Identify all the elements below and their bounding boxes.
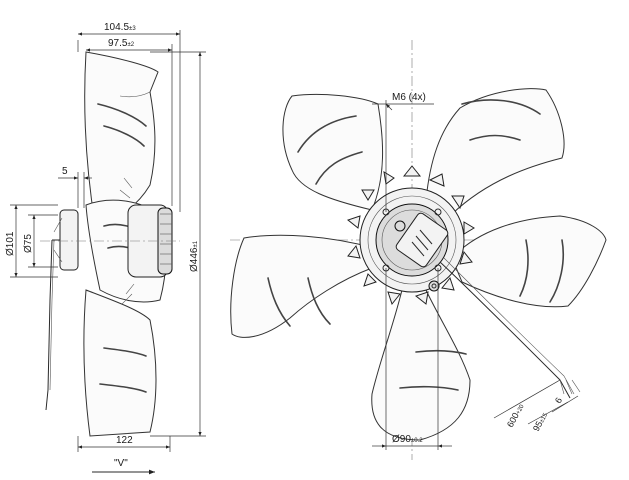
front-slot-3a	[519, 239, 529, 297]
bolt-hole-2	[434, 208, 442, 216]
front-blade-5	[230, 234, 375, 338]
side-cable	[45, 239, 53, 411]
front-slot-3b	[549, 239, 565, 303]
front-slot-2a	[461, 99, 541, 115]
dim-offset: 5	[62, 166, 68, 177]
dim-base-width: 122	[116, 435, 133, 446]
side-blade-lower	[83, 289, 157, 437]
side-view: 104.5±3 97.5±2 5 Ø101 Ø75 Ø446±1 122	[5, 22, 206, 475]
front-blade-1	[282, 93, 384, 211]
front-slot-2b	[469, 134, 521, 141]
side-blade-upper	[84, 51, 159, 225]
dim-hub-outer: Ø101	[5, 231, 16, 256]
side-slot-2	[103, 125, 145, 147]
side-slot-5	[103, 347, 147, 357]
front-slot-5b	[307, 277, 331, 325]
terminal-box	[395, 212, 449, 268]
side-slot-6	[99, 383, 147, 393]
view-label: "V"	[114, 458, 128, 469]
front-slot-1a	[297, 115, 357, 153]
side-connector	[59, 209, 79, 271]
front-cable	[439, 261, 571, 399]
dim-blade-depth: 97.5±2	[108, 38, 135, 49]
hub-fins	[346, 165, 475, 306]
front-blade-4	[371, 285, 471, 441]
front-slot-5a	[267, 277, 291, 327]
dim-fan-diameter: Ø446±1	[189, 240, 200, 272]
front-slot-1b	[315, 151, 363, 185]
front-blade-3	[451, 215, 607, 308]
front-view: M6 (4x) Ø90±0.2 600+20 95±15 6	[230, 40, 607, 460]
front-slot-4b	[399, 385, 459, 391]
bolt-spec: M6 (4x)	[392, 92, 426, 103]
side-slot-1	[97, 103, 147, 127]
dim-wire-strip: 6	[553, 396, 564, 405]
dim-strip-length: 95±15	[531, 410, 550, 433]
dim-hub-inner: Ø75	[23, 234, 34, 253]
front-slot-4a	[415, 349, 467, 355]
front-blade-2	[425, 88, 565, 215]
dim-bolt-circle: Ø90±0.2	[392, 434, 423, 445]
dim-overall-depth: 104.5±3	[104, 22, 136, 33]
